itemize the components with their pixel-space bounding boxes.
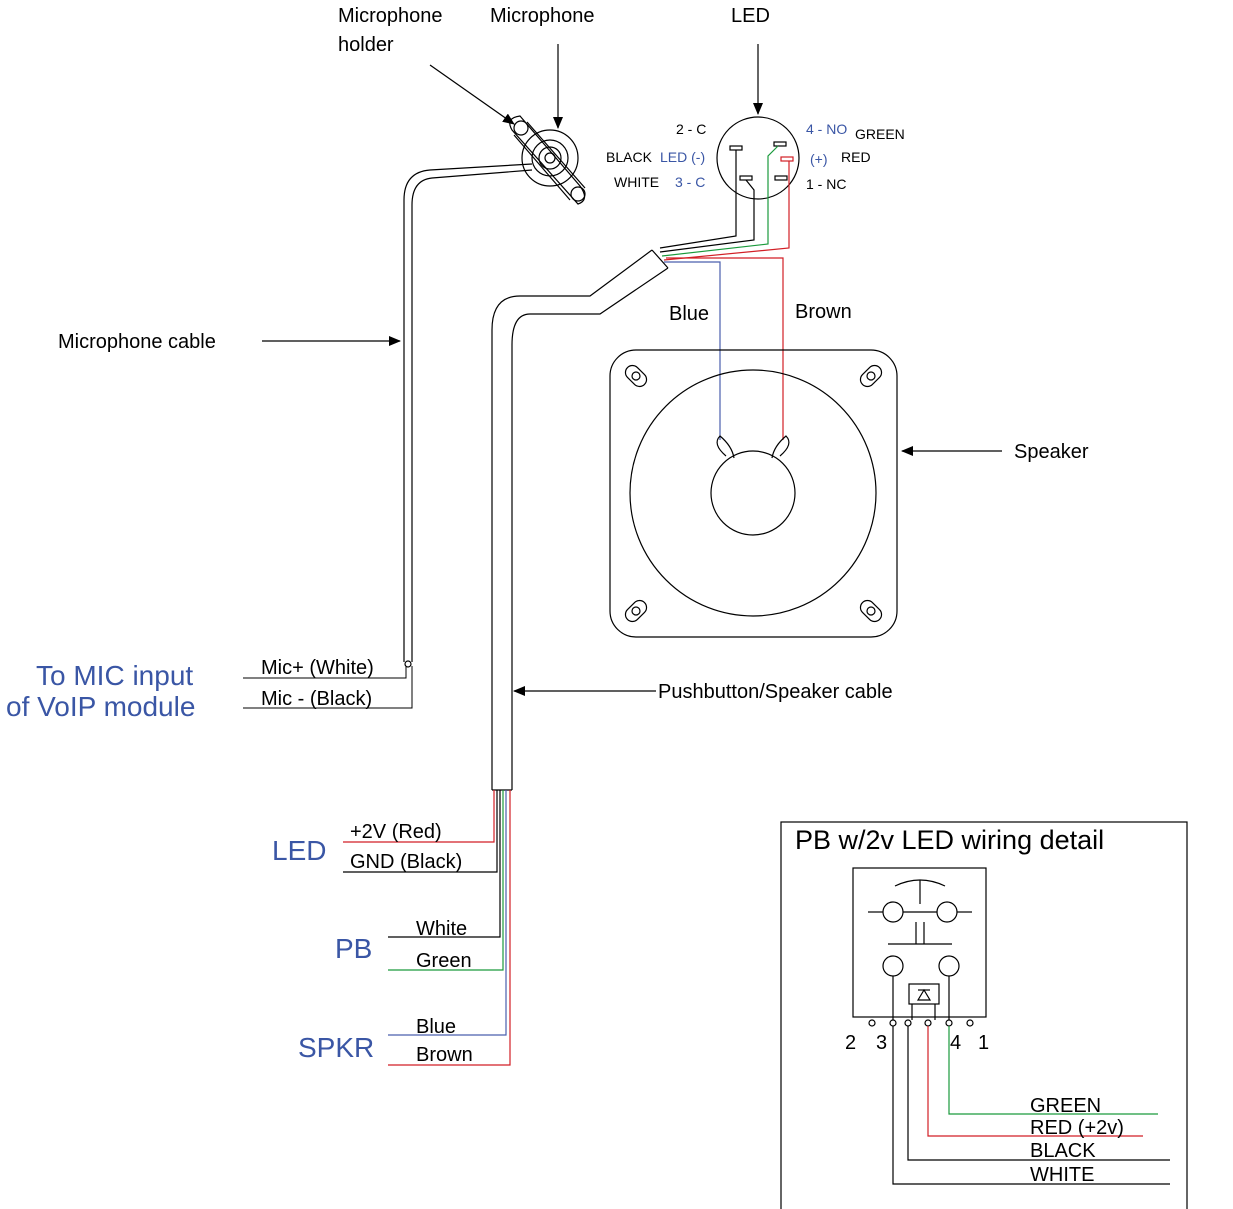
speaker-wire-blue [664,261,721,440]
wire-green-label: Green [416,950,472,972]
led-pin-white: WHITE [614,174,659,190]
pb-wire-black [659,150,737,249]
wire-white [388,790,501,938]
mic-cable-label: Microphone cable [58,331,216,353]
detail-pin-3: 3 [876,1032,887,1054]
microphone-cable [403,163,533,662]
mic-input-label-1: To MIC input [36,660,193,691]
led-pin-black: BLACK [606,149,653,165]
speaker-wire-brown [666,257,784,440]
wire-brown-label: Brown [416,1044,473,1066]
pb-wire-white [659,179,755,253]
led-pin-led-minus: LED (-) [660,149,705,165]
detail-pin-2: 2 [845,1032,856,1054]
led-pin-3c: 3 - C [675,174,705,190]
pb-wire-green [661,145,779,257]
wiring-detail-title: PB w/2v LED wiring detail [795,825,1104,855]
mic-minus-label: Mic - (Black) [261,688,372,710]
detail-pin-4: 4 [950,1032,961,1054]
wire-red-label: +2V (Red) [350,821,442,843]
mic-plus-label: Mic+ (White) [261,657,374,679]
pb-wire-red [663,161,790,261]
led-pushbutton [716,116,800,200]
detail-red-label: RED (+2v) [1030,1117,1124,1139]
wire-blue [388,790,507,1036]
wire-brown [388,790,511,1066]
led-pin-plus: (+) [810,151,828,167]
detail-wire-black [907,1026,1170,1161]
detail-pins [868,1019,974,1027]
led-pin-2c: 2 - C [676,121,706,137]
detail-black-label: BLACK [1030,1140,1096,1162]
mic-input-label-2: of VoIP module [6,691,195,722]
detail-wire-green [948,1026,1158,1115]
wire-green [388,790,504,971]
detail-wire-red [927,1026,1143,1137]
speaker [609,349,898,638]
mic-cable-end [404,660,412,668]
detail-pin-1: 1 [978,1032,989,1054]
mic-plus-wire [243,666,407,679]
speaker-label: Speaker [1014,441,1089,463]
speaker-brown-label: Brown [795,301,852,323]
wire-black-label: GND (Black) [350,851,462,873]
detail-green-label: GREEN [1030,1095,1101,1117]
led-label: LED [731,5,770,27]
wire-white-label: White [416,918,467,940]
pb-speaker-cable-label: Pushbutton/Speaker cable [658,681,893,703]
group-led-label: LED [272,835,326,866]
mic-holder-label-1: Microphone [338,5,443,27]
mic-holder-arrow [429,64,515,125]
detail-white-label: WHITE [1030,1164,1094,1186]
detail-switch-body [852,867,987,1020]
led-pin-red: RED [841,149,871,165]
microphone-label: Microphone [490,5,595,27]
wire-red [343,790,495,843]
group-spkr-label: SPKR [298,1032,374,1063]
detail-wire-white [892,1026,1170,1185]
microphone [521,129,579,187]
microphone-holder [509,115,586,205]
wiring-detail-box [780,821,1188,1209]
wire-black [343,790,498,873]
pb-speaker-cable [491,249,653,790]
group-pb-label: PB [335,933,372,964]
wire-blue-label: Blue [416,1016,456,1038]
led-pin-1nc: 1 - NC [806,176,846,192]
mic-holder-label-2: holder [338,34,394,56]
mic-minus-wire [243,666,413,709]
led-pin-green: GREEN [855,126,905,142]
speaker-blue-label: Blue [669,303,709,325]
led-pin-4no: 4 - NO [806,121,847,137]
